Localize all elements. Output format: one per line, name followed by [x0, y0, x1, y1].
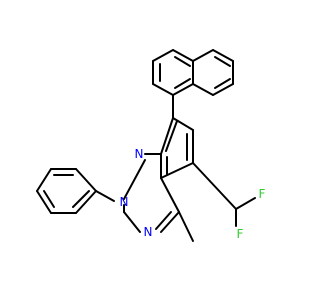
bond	[174, 78, 191, 89]
bond	[192, 162, 237, 210]
structure-canvas: N N N F F	[36, 49, 266, 242]
bond	[214, 56, 231, 67]
bond	[160, 162, 194, 179]
bond	[172, 49, 194, 62]
bond	[165, 120, 178, 152]
bond	[36, 168, 52, 192]
bond	[95, 190, 115, 202]
bond	[160, 117, 174, 155]
bond	[152, 83, 174, 96]
phenyl-nitrogen-label: N	[120, 195, 129, 209]
bond	[75, 168, 97, 192]
atom-labels: N N N F F	[120, 147, 266, 241]
bond	[214, 78, 231, 89]
bond	[178, 211, 194, 242]
bond	[160, 211, 180, 233]
bond	[123, 211, 141, 233]
fluorine-lower-label: F	[237, 227, 244, 241]
bond	[75, 190, 97, 214]
structure-drawing: N N N F F	[36, 49, 266, 242]
bond	[172, 83, 194, 96]
bond	[36, 190, 52, 214]
bond	[212, 49, 234, 62]
bond	[174, 56, 191, 67]
bond	[160, 177, 180, 213]
bond	[72, 190, 90, 208]
bonds	[36, 49, 256, 242]
bond	[155, 211, 172, 230]
pyrazole-nitrogen-label: N	[144, 225, 153, 239]
bond	[172, 117, 194, 131]
bond	[123, 159, 146, 200]
bond	[192, 49, 214, 62]
bond	[235, 197, 256, 210]
bond	[43, 190, 55, 208]
bond	[212, 83, 234, 96]
pyridine-nitrogen-label: N	[135, 147, 144, 161]
fluorine-upper-label: F	[259, 187, 266, 201]
bond	[152, 49, 174, 62]
bond	[192, 83, 214, 96]
